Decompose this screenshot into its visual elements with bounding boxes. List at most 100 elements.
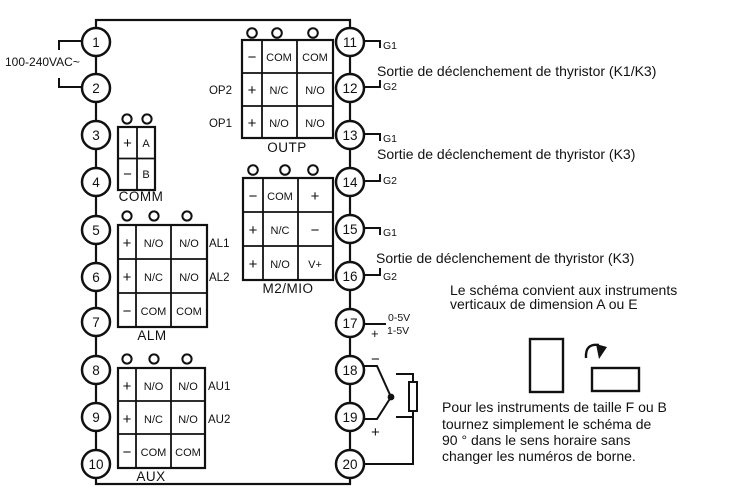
comm-label: COMM [119,189,164,204]
terminal-number: 17 [342,316,357,331]
terminal-13: 13 [334,119,366,151]
screw-icon [141,113,153,125]
gate-output-3-text: Sortie de déclenchement de thyristor (K3… [376,250,634,266]
outp-label: OUTP [267,140,307,155]
terminal-circle [80,261,112,293]
alm-cell: + [123,269,132,286]
alm-cell: + [123,235,132,252]
terminal-number: 14 [342,175,358,190]
horizontal-instrument-shape [590,366,641,393]
alm-cell: COM [141,306,167,318]
terminal-circle [80,448,112,480]
gate-output-1-text: Sortie de déclenchement de thyristor (K1… [377,63,656,79]
terminal-circle [80,354,112,386]
terminal-7: 7 [80,306,112,338]
g2-label: G2 [383,81,397,93]
terminal-5: 5 [80,214,112,246]
note-rotate-line1: Pour les instruments de taille F ou B [442,399,667,415]
m2mio-label: M2/MIO [262,281,313,296]
terminal-number: 12 [342,81,357,96]
alm-cell: N/C [144,272,163,284]
terminal-circle [80,72,112,104]
outp-cell: N/C [270,85,289,97]
outp-cell: COM [266,52,292,64]
alm-cell: N/O [179,238,199,250]
outp-block: − COM COM + N/C N/O + N/O N/O OP2 OP1 OU… [209,27,335,155]
note-vertical-line2: verticaux de dimension A ou E [450,296,638,312]
alm-cell: N/O [144,238,164,250]
screw-icon [121,113,133,125]
screw-icon [148,210,160,222]
aux-cell: N/C [144,414,163,426]
terminal-circle [334,307,366,339]
alm-outline [116,223,209,329]
m2mio-cell: V+ [308,259,322,271]
note-rotate-line4: changer les numéros de borne. [442,448,636,464]
terminal-number: 8 [92,363,100,378]
aux-label: AUX [136,469,165,484]
terminal-circle [334,401,366,433]
terminal-number: 7 [92,315,100,330]
gate-output-2-text: Sortie de déclenchement de thyristor (K3… [377,146,635,162]
m2mio-cell: N/C [271,225,290,237]
terminal-11: 11 [334,26,366,58]
terminal-number: 5 [92,223,100,238]
aux-cell: COM [141,447,167,459]
comm-cell: − [123,166,132,183]
aux-cell: N/O [178,414,198,426]
terminal-circle [334,26,366,58]
screw-icon [307,164,319,176]
alm-cell: N/O [179,272,199,284]
rotate-arrow-head [596,344,607,359]
screw-icon [121,210,133,222]
op2-label: OP2 [209,85,232,97]
al1-label: AL1 [209,238,229,250]
terminal-circle [334,213,366,245]
gate-output-3: G1 G2 Sortie de déclenchement de thyrist… [364,227,634,283]
minus-sign: − [371,351,380,368]
aux-block: + N/O N/O + N/C N/O − COM COM AU1 AU2 AU… [116,353,230,484]
screw-icon [307,27,319,39]
terminal-circle [80,119,112,151]
terminal-circle [80,214,112,246]
orientation-notes: Le schéma convient aux instruments verti… [442,282,677,464]
plus-sign: + [371,326,379,341]
g1-wire [364,133,381,141]
g1-label: G1 [383,133,397,145]
terminal-number: 1 [92,35,100,50]
m2mio-cell: + [249,222,258,239]
m2mio-cell: N/O [270,259,290,271]
terminal-19: 19 [334,401,366,433]
note-vertical-line1: Le schéma convient aux instruments [450,282,677,298]
terminal-number: 15 [342,222,357,237]
screw-icon [246,27,258,39]
aux-cell: + [123,378,132,395]
power-supply-connection: 100-240VAC~ [5,40,83,88]
screw-icon [279,164,291,176]
m2mio-cell: COM [267,191,293,203]
screw-icon [181,353,193,365]
al2-label: AL2 [209,272,229,284]
comm-cell: + [123,135,132,152]
gate-output-1: G1 G2 Sortie de déclenchement de thyrist… [364,40,656,93]
power-wire-line2 [58,78,83,88]
terminal-circle [334,119,366,151]
g2-label: G2 [383,175,397,187]
g1-wire [364,227,381,235]
terminal-circle [80,306,112,338]
terminal-2: 2 [80,72,112,104]
terminal-circle [334,166,366,198]
au2-label: AU2 [208,414,230,426]
terminal-circle [80,401,112,433]
comm-cell: B [142,169,149,181]
terminal-number: 19 [342,410,357,425]
terminal-14: 14 [334,166,366,198]
screw-icon [148,353,160,365]
outp-cell: N/O [305,118,325,130]
terminal-18: 18 [334,354,366,386]
terminal-circle [334,260,366,292]
terminal-number: 16 [342,269,357,284]
outp-outline [240,38,335,140]
